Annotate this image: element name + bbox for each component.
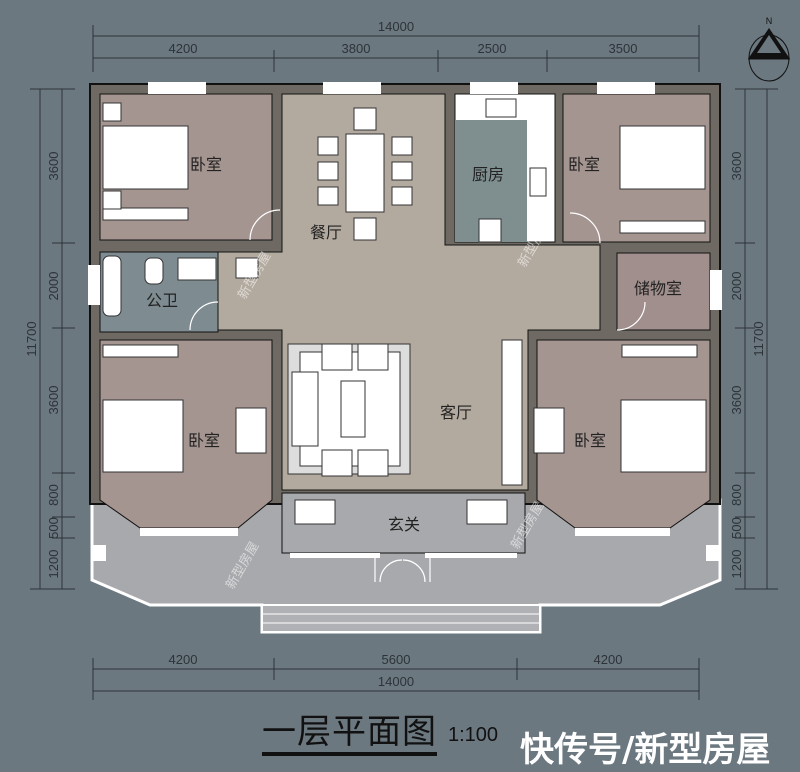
dim-left-total: 11700 (24, 321, 39, 356)
porch-pillar (92, 545, 106, 561)
dim-left: 800 (46, 484, 61, 506)
dim-left: 3600 (46, 386, 61, 415)
dim-top-total: 14000 (378, 19, 414, 34)
dim-left: 2000 (46, 272, 61, 301)
dim-right: 3600 (729, 152, 744, 181)
dim-right: 2000 (729, 272, 744, 301)
room-label-bedroom: 卧室 (188, 431, 220, 450)
dim-right-total: 11700 (751, 321, 766, 356)
plan-scale: 1:100 (448, 724, 499, 746)
room-label-bathroom: 公卫 (146, 291, 178, 310)
dim-bottom: 4200 (594, 652, 623, 667)
dim-bottom: 5600 (382, 652, 411, 667)
room-label-bedroom: 卧室 (568, 155, 600, 174)
dim-right: 500 (729, 517, 744, 539)
brand-watermark: 快传号/新型房屋 (520, 730, 771, 770)
room-label-kitchen: 厨房 (472, 165, 504, 184)
storage-floor (616, 252, 711, 331)
dim-left: 3600 (46, 152, 61, 181)
dim-top: 2500 (478, 41, 507, 56)
furniture (102, 98, 707, 525)
dim-right: 3600 (729, 386, 744, 415)
windows (88, 82, 722, 558)
dim-left: 11700 3600 2000 3600 800 500 1200 (24, 152, 61, 579)
steps (261, 604, 541, 633)
room-label-foyer: 玄关 (388, 515, 420, 534)
room-label-bedroom: 卧室 (190, 155, 222, 174)
dim-right: 1200 (729, 550, 744, 579)
doors (189, 209, 646, 583)
dim-top: 3500 (609, 41, 638, 56)
room-label-bedroom: 卧室 (574, 431, 606, 450)
porch-pillar (706, 545, 720, 561)
dim-bottom-total: 14000 (378, 674, 414, 689)
plan-title: 一层平面图 (262, 712, 437, 756)
dim-bottom: 4200 (169, 652, 198, 667)
dim-right: 800 (729, 484, 744, 506)
compass-label: N (766, 16, 773, 26)
dim-top: 3800 (342, 41, 371, 56)
room-label-living: 客厅 (440, 403, 472, 422)
room-label-storage: 储物室 (634, 279, 682, 298)
dim-right: 11700 3600 2000 3600 800 500 1200 (729, 152, 766, 579)
dim-top: 4200 (169, 41, 198, 56)
north-compass-icon: N (748, 16, 790, 82)
dimension-lines (30, 25, 778, 700)
room-label-dining: 餐厅 (310, 223, 342, 242)
dim-left: 1200 (46, 550, 61, 579)
dim-left: 500 (46, 517, 61, 539)
